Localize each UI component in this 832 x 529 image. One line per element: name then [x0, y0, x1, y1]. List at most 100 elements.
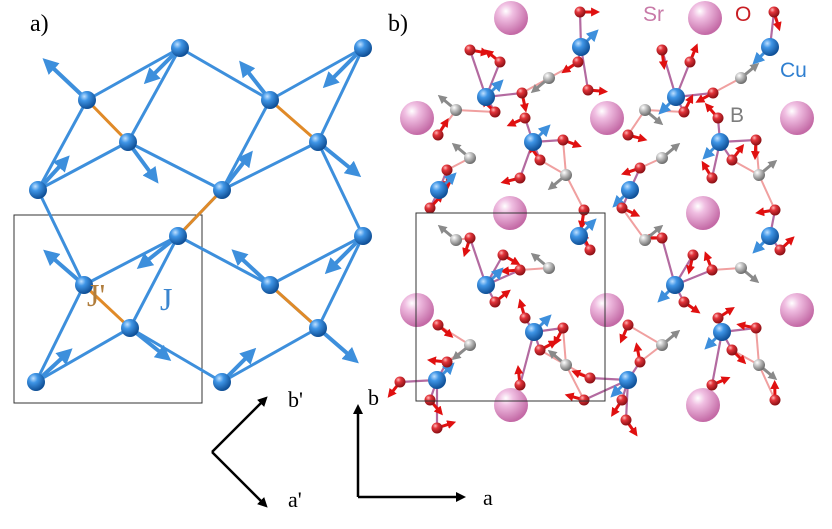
o-atom [432, 319, 444, 331]
o-atom [464, 44, 476, 56]
o-atom [574, 6, 586, 18]
o-atom [424, 202, 436, 214]
o-atom [514, 379, 526, 391]
cu-atom [428, 371, 446, 389]
o-atom [769, 204, 781, 216]
legend-sr: Sr [643, 3, 664, 26]
b-o-bond [621, 207, 646, 241]
cu-atom [29, 181, 47, 199]
cu-bond [269, 234, 364, 287]
cu-bond [35, 326, 131, 384]
b-atom [656, 152, 668, 164]
cu-atom [78, 91, 96, 109]
a-prime-axis-arrow [211, 451, 268, 508]
cu-atom [261, 91, 279, 109]
o-atom [441, 356, 453, 368]
cu-atoms [27, 39, 372, 391]
o-atom [584, 244, 596, 256]
a-axis-label: a [483, 485, 493, 510]
sr-atom [494, 1, 528, 35]
cu-atom [309, 319, 327, 337]
o-atom [431, 422, 443, 434]
panel-a-label: a) [30, 11, 49, 37]
b-prime-axis-arrow [211, 396, 268, 453]
cu-atom [477, 88, 495, 106]
panel-a-unit-cell [13, 214, 203, 404]
b-atom [753, 169, 765, 181]
o-atom [557, 322, 569, 334]
o-atom [514, 172, 526, 184]
o-atom [726, 154, 738, 166]
o-atom [768, 6, 780, 18]
cu-atom [525, 323, 543, 341]
cu-bond [221, 326, 319, 384]
o-atom [584, 372, 596, 384]
cu-atom [169, 227, 187, 245]
cu-atom [713, 323, 731, 341]
sr-atom [688, 1, 722, 35]
cu-atom [354, 39, 372, 57]
b-atom [464, 339, 476, 351]
cu-bond [83, 234, 179, 287]
panel-b-unit-cell [415, 212, 606, 402]
b-atom [543, 262, 555, 274]
cu-atom [524, 133, 542, 151]
o-atom [578, 394, 590, 406]
cu-atom [309, 133, 327, 151]
cu-atom [621, 181, 639, 199]
sr-atom [400, 293, 434, 327]
o-atom [712, 112, 724, 124]
cu-atom [75, 276, 93, 294]
b-o-bond [455, 109, 496, 113]
legend: Sr O Cu B [643, 3, 807, 127]
cu-bond [220, 99, 272, 191]
o-atom [634, 356, 646, 368]
j-label: J [160, 281, 172, 317]
o-atom [394, 376, 406, 388]
cu-cu-bonds [34, 46, 365, 384]
b-atom [735, 262, 747, 274]
sr-atom [590, 101, 624, 135]
cu-bond [179, 46, 271, 102]
o-atom [707, 87, 719, 99]
b-o-bond [627, 324, 663, 346]
cu-bond [127, 140, 223, 192]
cu-atom [261, 276, 279, 294]
o-atom [622, 129, 634, 141]
cu-atom [119, 133, 137, 151]
b-o-bond [562, 327, 567, 366]
o-atom [634, 162, 646, 174]
o-atom [572, 56, 584, 68]
cu-bond [129, 326, 223, 384]
b-atom [753, 359, 765, 371]
cu-bond [316, 141, 365, 237]
o-atom [706, 172, 718, 184]
o-atom [656, 44, 668, 56]
atoms [394, 1, 814, 434]
j-prime-bond [268, 283, 320, 330]
o-atom [616, 394, 628, 406]
j-prime-bond [176, 188, 224, 238]
cu-bond [34, 284, 86, 383]
o-atom [726, 344, 738, 356]
cu-bond [37, 140, 129, 192]
cu-bond [316, 235, 365, 329]
b-atom [464, 152, 476, 164]
o-atom [578, 204, 590, 216]
o-atom [519, 112, 531, 124]
o-atom [514, 264, 526, 276]
o-atom [497, 249, 509, 261]
legend-cu: Cu [780, 59, 807, 82]
b-atom [560, 169, 572, 181]
b-atom [543, 72, 555, 84]
o-atom [678, 106, 690, 118]
o-atom [432, 129, 444, 141]
o-atom [616, 202, 628, 214]
o-atom [706, 379, 718, 391]
o-atom [656, 232, 668, 244]
o-atom [706, 264, 718, 276]
b-atom [450, 104, 462, 116]
o-atom [424, 394, 436, 406]
cu-atom [430, 181, 448, 199]
